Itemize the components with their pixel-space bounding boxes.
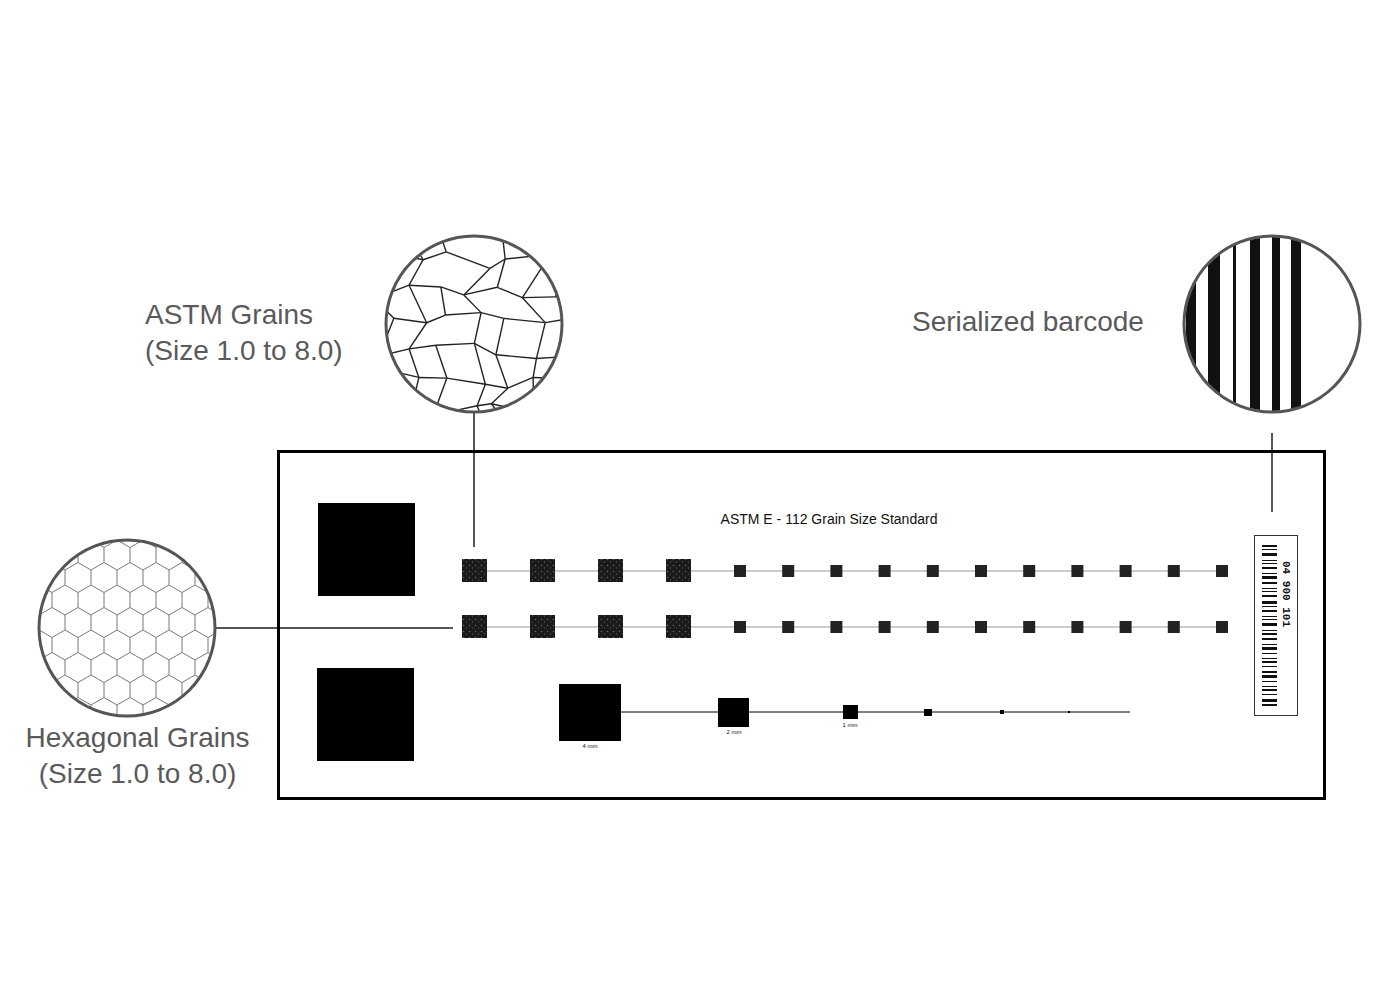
dimension-label: 2 mm bbox=[727, 729, 742, 737]
dimension-label: 1 mm bbox=[843, 722, 858, 730]
grain-sample bbox=[1168, 565, 1180, 577]
grain-sample bbox=[1168, 621, 1180, 633]
grain-sample bbox=[1071, 565, 1083, 577]
grain-sample bbox=[830, 565, 842, 577]
grain-sample bbox=[1120, 565, 1132, 577]
scale-square bbox=[1000, 710, 1004, 714]
grain-sample bbox=[530, 615, 555, 638]
serial-number: 04 900 101 bbox=[1280, 561, 1292, 627]
grain-sample bbox=[1120, 621, 1132, 633]
grain-magnifier bbox=[386, 236, 562, 412]
scale-square bbox=[718, 698, 749, 727]
grain-sample bbox=[879, 565, 891, 577]
grain-sample bbox=[975, 621, 987, 633]
grain-sample bbox=[598, 615, 623, 638]
barcode-magnifier bbox=[1184, 236, 1360, 412]
leader-line bbox=[215, 627, 453, 629]
grain-sample bbox=[879, 621, 891, 633]
reference-square bbox=[318, 503, 415, 596]
leader-line bbox=[1271, 433, 1273, 512]
grain-sample bbox=[830, 621, 842, 633]
grain-sample bbox=[927, 565, 939, 577]
standard-panel: ASTM E - 112 Grain Size Standard 04 900 1… bbox=[277, 450, 1326, 800]
grain-sample bbox=[782, 621, 794, 633]
dimension-label: 4 mm bbox=[583, 743, 598, 751]
grain-sample bbox=[1071, 621, 1083, 633]
scale-square bbox=[924, 709, 932, 716]
grain-sample bbox=[462, 559, 487, 582]
callout-label: Serialized barcode bbox=[912, 304, 1177, 340]
grain-sample bbox=[734, 565, 746, 577]
grain-sample bbox=[975, 565, 987, 577]
grain-sample bbox=[1023, 565, 1035, 577]
callout-label: ASTM Grains (Size 1.0 to 8.0) bbox=[145, 297, 360, 370]
scale-square bbox=[1068, 711, 1070, 713]
grain-sample bbox=[462, 615, 487, 638]
callout-label: Hexagonal Grains (Size 1.0 to 8.0) bbox=[5, 720, 270, 793]
grain-sample bbox=[666, 615, 691, 638]
grain-sample bbox=[598, 559, 623, 582]
grain-sample bbox=[1216, 565, 1228, 577]
scale-square bbox=[559, 684, 621, 741]
scale-square bbox=[843, 705, 858, 719]
grain-sample bbox=[1216, 621, 1228, 633]
barcode-label: 04 900 101 bbox=[1254, 535, 1298, 716]
grain-sample bbox=[782, 565, 794, 577]
grain-sample bbox=[734, 621, 746, 633]
reference-square bbox=[317, 668, 414, 761]
leader-line bbox=[473, 412, 475, 547]
hex-magnifier bbox=[39, 540, 215, 716]
grain-sample bbox=[927, 621, 939, 633]
grain-sample bbox=[1023, 621, 1035, 633]
grain-sample bbox=[530, 559, 555, 582]
panel-title: ASTM E - 112 Grain Size Standard bbox=[721, 511, 938, 527]
grain-sample bbox=[666, 559, 691, 582]
